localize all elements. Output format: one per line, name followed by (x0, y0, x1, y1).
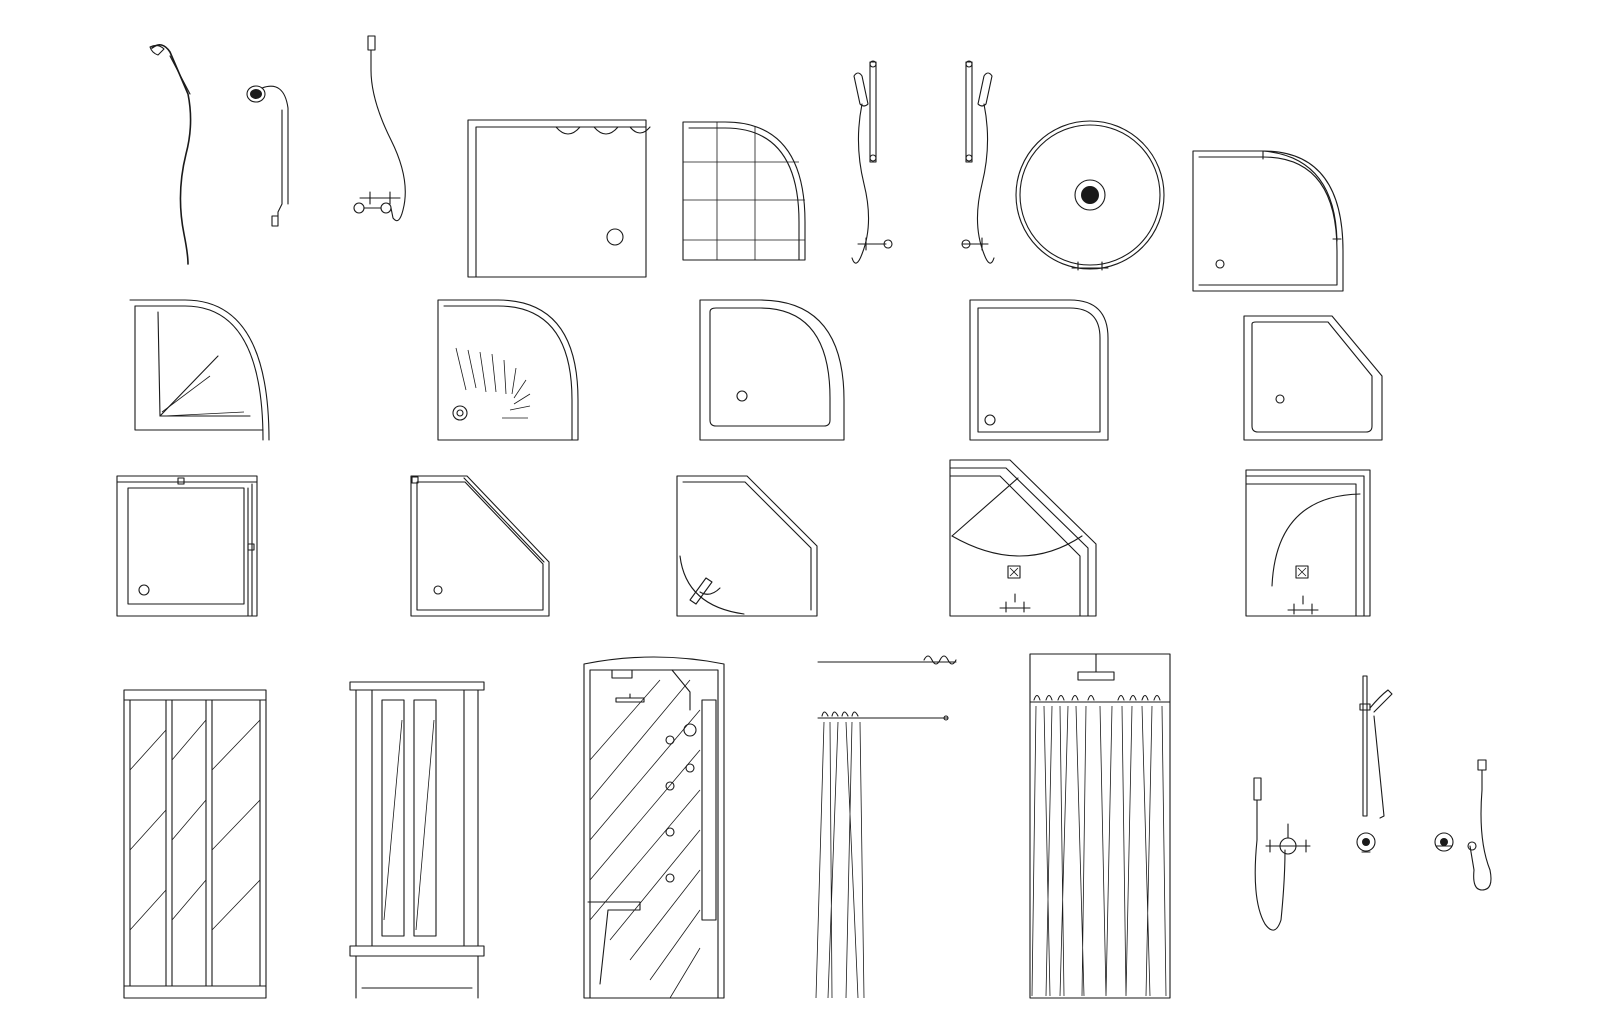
quadrant-tray-with-door-swing (129, 299, 270, 441)
pentagonal-enclosure (410, 475, 550, 617)
quadrant-tray-with-drain (699, 299, 845, 441)
rectangular-shower-tray-with-seats (467, 119, 651, 278)
wall-shower-mixer-set (1253, 777, 1311, 931)
shower-mixer-with-hose (353, 35, 406, 222)
slide-rail-shower-set-left (851, 60, 893, 264)
square-enclosure-with-door (116, 475, 258, 617)
three-panel-glass-enclosure (123, 689, 267, 999)
shower-curtain-front-elevation (1029, 653, 1171, 999)
round-shower-tray-with-drain (1015, 120, 1165, 271)
pentagonal-enclosure-with-swing-door (676, 475, 818, 617)
square-cubicle-with-tap (1245, 469, 1371, 617)
rounded-corner-tray (969, 299, 1109, 441)
pentagonal-tray (1243, 315, 1383, 441)
hydromassage-shower-cabin (583, 656, 725, 999)
concealed-valve-with-hose (1434, 759, 1492, 891)
pentagonal-cubicle-with-tap (949, 459, 1097, 617)
hand-shower-curved-hose (149, 44, 192, 265)
framed-shower-cabin (349, 681, 485, 999)
quadrant-enclosure-with-door (1192, 150, 1344, 292)
rail-with-concealed-valve (1356, 675, 1393, 853)
quadrant-tray-with-textured-floor (437, 299, 579, 441)
hand-shower-wall-bracket (246, 85, 289, 227)
slide-rail-shower-set-right (961, 60, 995, 264)
tiled-quadrant-shower-tray (682, 121, 806, 261)
curtain-rail-side-elevation (815, 655, 957, 999)
